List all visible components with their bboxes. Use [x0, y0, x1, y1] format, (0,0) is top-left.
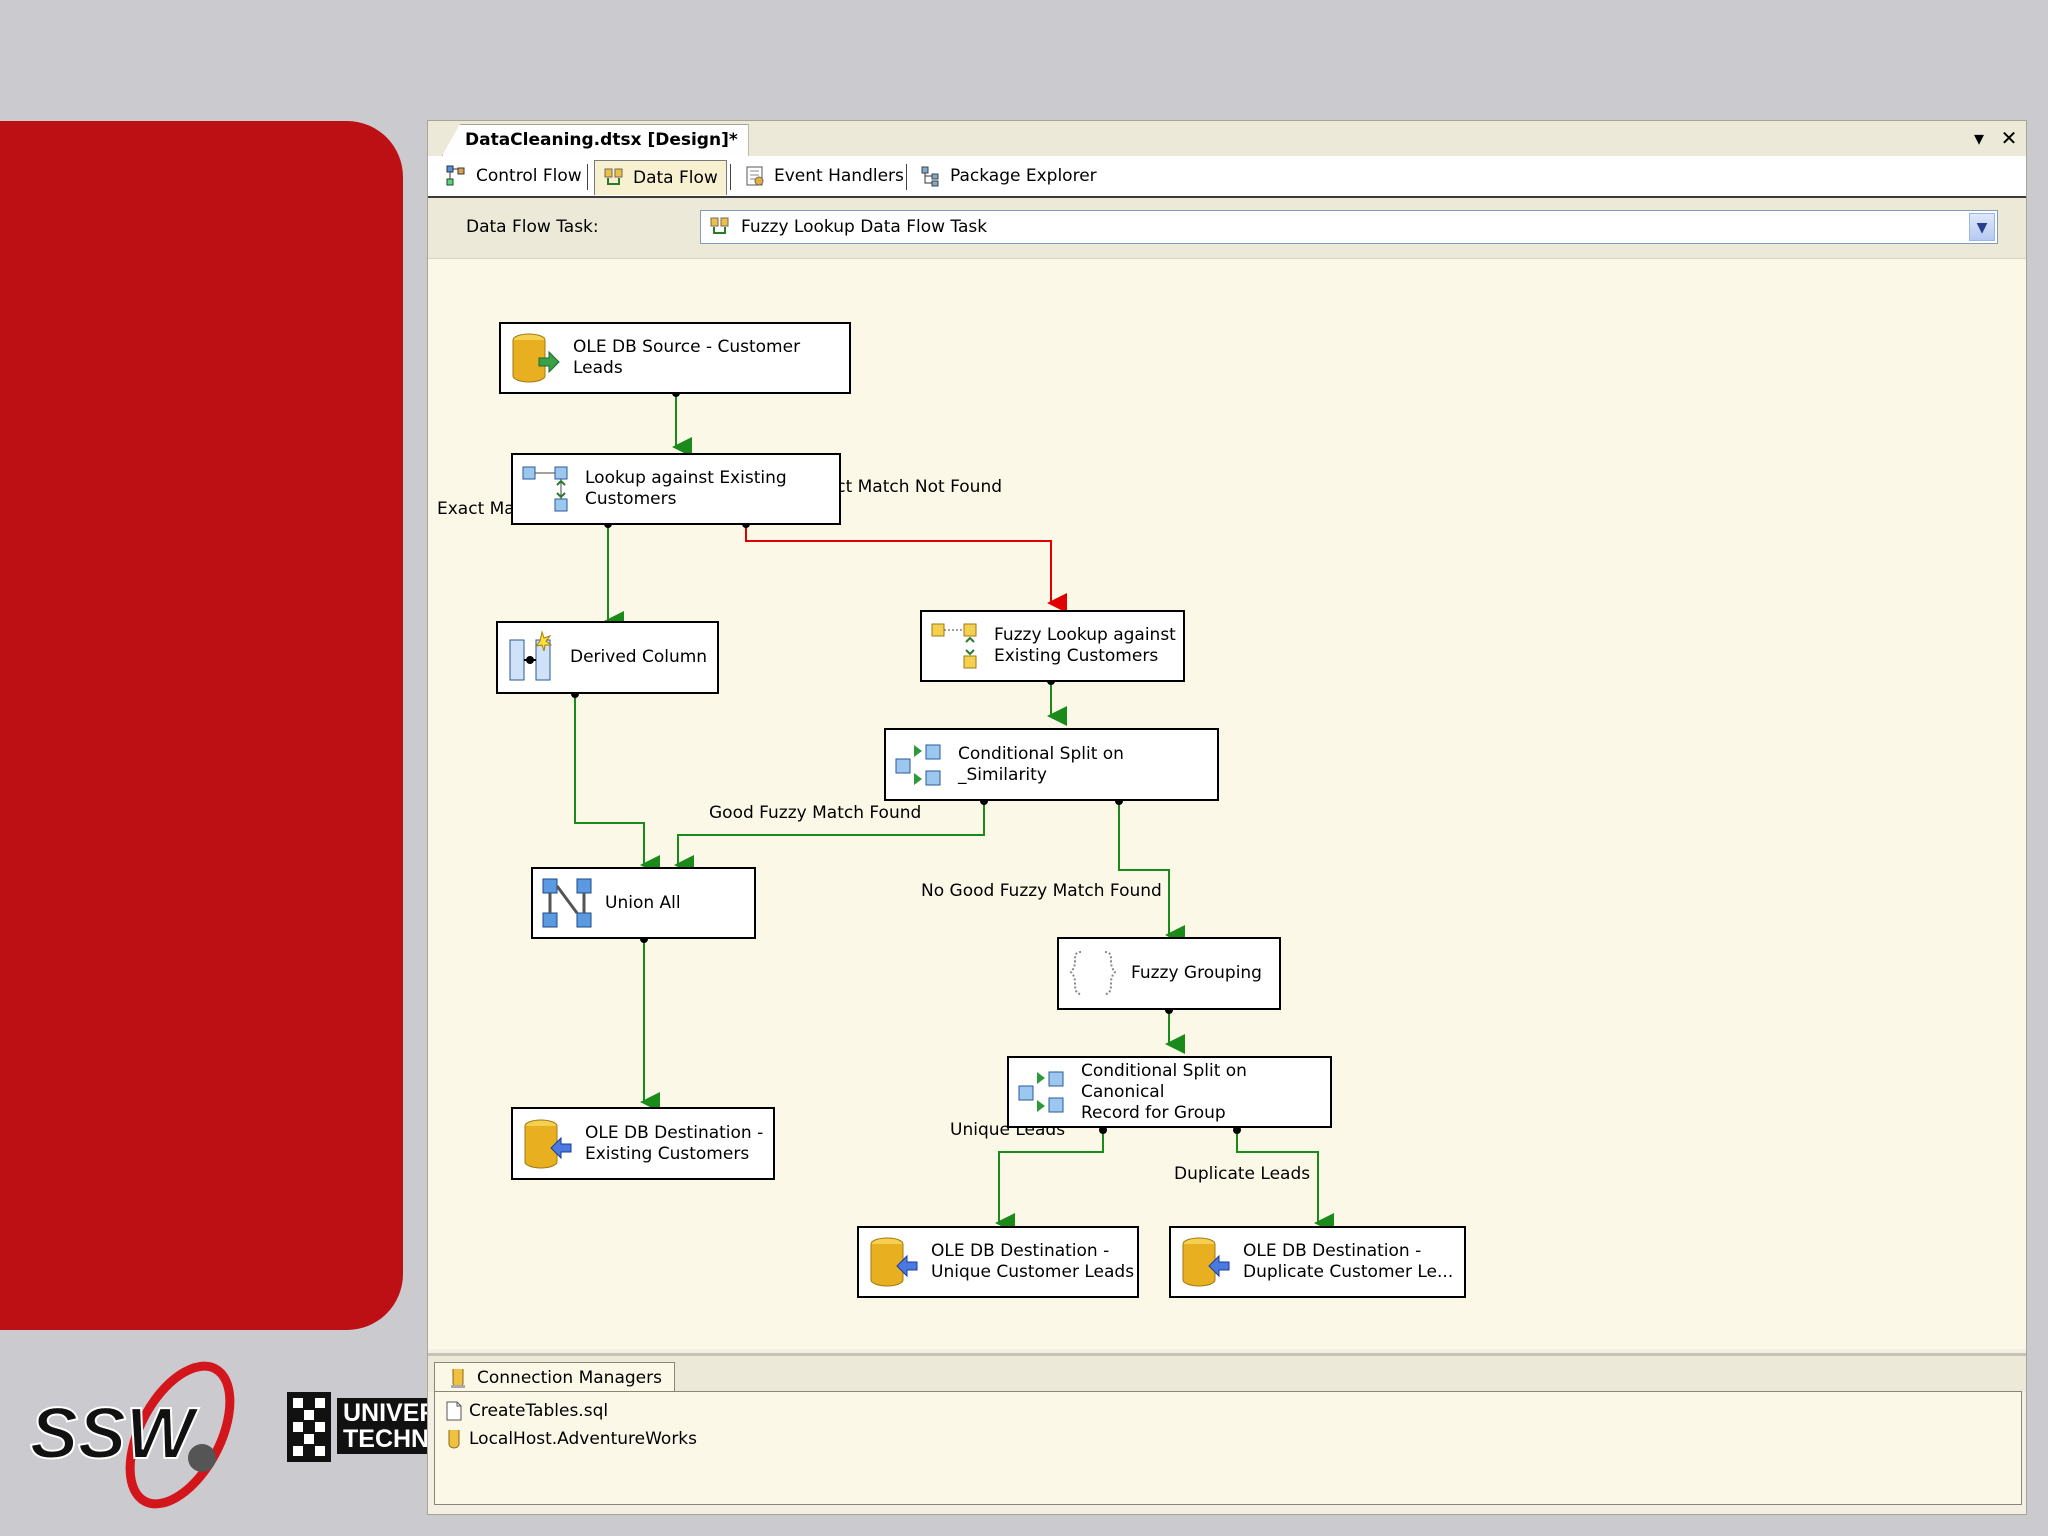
fuzzy-grouping-icon [1069, 950, 1117, 995]
connection-managers-tab-bar: Connection Managers [428, 1353, 2026, 1393]
tab-data-flow[interactable]: Data Flow [594, 160, 727, 195]
component-label: Fuzzy Grouping [1131, 963, 1262, 983]
uts-logo: UNIVERS TECHNO [287, 1392, 461, 1472]
data-flow-paths [571, 389, 1334, 1233]
event-handlers-icon [744, 165, 766, 187]
database-destination-icon [524, 1119, 572, 1169]
path-duplicate-leads [1236, 1130, 1334, 1233]
conditional-split-on-similarity[interactable]: Conditional Split on _Similarity [884, 728, 1219, 801]
data-flow-canvas[interactable]: Exact Match Found Exact Match Not Found … [428, 259, 2026, 1349]
chevron-down-icon[interactable]: ▼ [1969, 213, 1995, 241]
oledb-connection-icon [443, 1428, 465, 1450]
conditional-split-icon [1018, 1071, 1064, 1113]
component-label: OLE DB Destination - Duplicate Customer … [1243, 1241, 1454, 1282]
package-explorer-icon [920, 165, 942, 187]
tab-connection-managers[interactable]: Connection Managers [434, 1362, 675, 1393]
tab-separator [730, 164, 731, 190]
conditional-split-icon [895, 744, 941, 785]
tab-label: Connection Managers [477, 1368, 662, 1388]
path-exact-match-not-found [745, 524, 1067, 613]
dropdown-arrow-icon[interactable]: ▾ [1973, 126, 1985, 150]
connection-item[interactable]: LocalHost.AdventureWorks [443, 1428, 697, 1450]
path-label-exact-match-not-found: Exact Match Not Found [805, 477, 1003, 497]
union-all-icon [542, 878, 592, 928]
component-label: Conditional Split on _Similarity [958, 743, 1124, 785]
derived-column[interactable]: Derived Column [496, 621, 719, 694]
tab-label: Event Handlers [774, 166, 904, 186]
uts-emblem-icon [287, 1392, 331, 1462]
svg-text:SSW: SSW [30, 1394, 200, 1474]
document-tab-bar: DataCleaning.dtsx [Design]* ▾ ✕ [428, 121, 2026, 157]
data-flow-icon [603, 167, 625, 189]
path-unique-leads [995, 1130, 1104, 1233]
sql-file-icon [443, 1400, 465, 1422]
data-flow-task-label: Data Flow Task: [466, 217, 599, 237]
red-brand-panel [0, 121, 403, 1330]
path-label-duplicate-leads: Duplicate Leads [1174, 1164, 1311, 1184]
component-label: Conditional Split on Canonical Record fo… [1081, 1060, 1247, 1123]
union-all[interactable]: Union All [531, 867, 756, 939]
path-no-good-fuzzy [1118, 801, 1185, 945]
designer-tab-strip: Control Flow Data Flow Event Handlers Pa… [428, 156, 2026, 198]
data-flow-task-value: Fuzzy Lookup Data Flow Task [741, 217, 988, 237]
data-flow-task-select[interactable]: Fuzzy Lookup Data Flow Task ▼ [700, 210, 1998, 244]
component-label: Fuzzy Lookup against Existing Customers [994, 625, 1176, 666]
data-flow-task-icon [709, 216, 731, 238]
ssis-designer-window: DataCleaning.dtsx [Design]* ▾ ✕ Control … [427, 120, 2027, 1515]
tab-separator [906, 164, 907, 190]
tab-event-handlers[interactable]: Event Handlers [736, 160, 912, 192]
tab-package-explorer[interactable]: Package Explorer [912, 160, 1105, 192]
ole-db-destination-unique-customer-leads[interactable]: OLE DB Destination - Unique Customer Lea… [857, 1226, 1139, 1298]
component-label: Union All [605, 892, 681, 913]
path-good-fuzzy [674, 801, 985, 875]
footer-logos: SSW UNIVERS TECHNO [0, 1330, 461, 1536]
database-destination-icon [1182, 1237, 1230, 1287]
database-source-icon [512, 333, 560, 383]
fuzzy-lookup-against-existing-customers[interactable]: Fuzzy Lookup against Existing Customers [920, 610, 1185, 682]
path-label-good-fuzzy: Good Fuzzy Match Found [709, 803, 922, 823]
connection-managers-panel: CreateTables.sql LocalHost.AdventureWork… [434, 1391, 2022, 1505]
lookup-against-existing-customers[interactable]: Lookup against Existing Customers [511, 453, 841, 525]
control-flow-icon [446, 165, 468, 187]
derived-column-icon [509, 629, 553, 680]
component-label: OLE DB Destination - Existing Customers [585, 1122, 764, 1164]
connection-item-label: LocalHost.AdventureWorks [469, 1429, 698, 1449]
tab-separator [587, 164, 588, 190]
component-label: Derived Column [570, 647, 708, 667]
document-tab[interactable]: DataCleaning.dtsx [Design]* [442, 124, 749, 156]
tab-label: Data Flow [633, 168, 718, 188]
ole-db-source-customer-leads[interactable]: OLE DB Source - Customer Leads [499, 322, 851, 394]
tab-label: Control Flow [476, 166, 582, 186]
connection-item-label: CreateTables.sql [469, 1401, 609, 1421]
ole-db-destination-duplicate-customer-leads[interactable]: OLE DB Destination - Duplicate Customer … [1169, 1226, 1466, 1298]
close-icon[interactable]: ✕ [2000, 126, 2018, 150]
path-label-no-good-fuzzy: No Good Fuzzy Match Found [921, 881, 1162, 901]
ole-db-destination-existing-customers[interactable]: OLE DB Destination - Existing Customers [511, 1107, 775, 1180]
component-label: OLE DB Source - Customer Leads [573, 337, 801, 378]
component-label: OLE DB Destination - Unique Customer Lea… [931, 1241, 1135, 1282]
tab-control-flow[interactable]: Control Flow [438, 160, 590, 192]
tab-label: Package Explorer [950, 166, 1097, 186]
data-flow-task-row: Data Flow Task: Fuzzy Lookup Data Flow T… [428, 198, 2026, 259]
database-destination-icon [870, 1237, 918, 1287]
connection-manager-icon [447, 1367, 469, 1389]
fuzzy-lookup-icon [931, 623, 977, 669]
fuzzy-grouping[interactable]: Fuzzy Grouping [1057, 937, 1281, 1010]
path-derived-to-union [574, 694, 660, 875]
component-label: Lookup against Existing Customers [585, 468, 787, 509]
conditional-split-on-canonical-record[interactable]: Conditional Split on Canonical Record fo… [1007, 1056, 1332, 1128]
ssw-logo: SSW [30, 1361, 235, 1509]
lookup-icon [522, 466, 568, 512]
connection-item[interactable]: CreateTables.sql [443, 1400, 608, 1422]
